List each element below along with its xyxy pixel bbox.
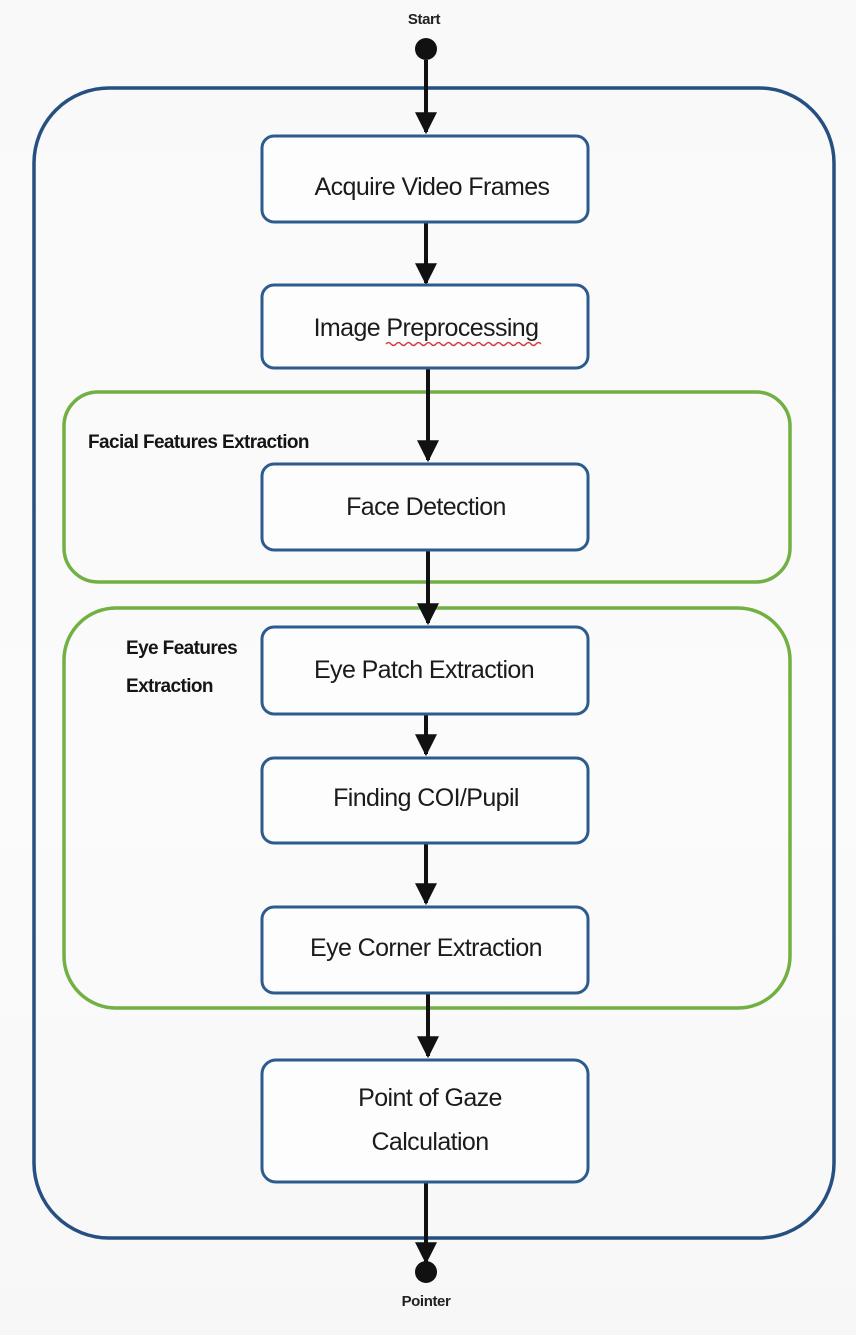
- point-of-gaze-calculation-box: [260, 1058, 590, 1184]
- eye-features-group-label-line2: Extraction: [126, 676, 213, 697]
- pointer-label: Pointer: [402, 1293, 451, 1310]
- end-node: [415, 1261, 437, 1283]
- eye-patch-extraction-label: Eye Patch Extraction: [314, 656, 534, 684]
- start-node: [415, 38, 437, 60]
- facial-features-group-label: Facial Features Extraction: [88, 432, 309, 453]
- start-label: Start: [408, 11, 441, 28]
- image-preprocessing-box: [260, 283, 590, 370]
- eye-patch-extraction-box: [260, 625, 590, 716]
- image-preprocessing-label: Image Preprocessing: [314, 314, 539, 342]
- face-detection-box: [260, 462, 590, 552]
- point-of-gaze-label-line2: Calculation: [371, 1128, 488, 1156]
- acquire-video-frames-label: Acquire Video Frames: [315, 173, 550, 201]
- face-detection-label: Face Detection: [346, 493, 506, 521]
- eye-features-group-label-line1: Eye Features: [126, 638, 237, 659]
- finding-coi-pupil-label: Finding COI/Pupil: [333, 784, 519, 812]
- outer-boundary: [32, 86, 836, 1240]
- finding-coi-pupil-box: [260, 756, 590, 845]
- acquire-video-frames-box: [260, 134, 590, 224]
- eye-corner-extraction-label: Eye Corner Extraction: [310, 934, 542, 962]
- spellcheck-underline: [385, 341, 542, 347]
- eye-corner-extraction-box: [260, 905, 590, 995]
- point-of-gaze-label-line1: Point of Gaze: [358, 1084, 502, 1112]
